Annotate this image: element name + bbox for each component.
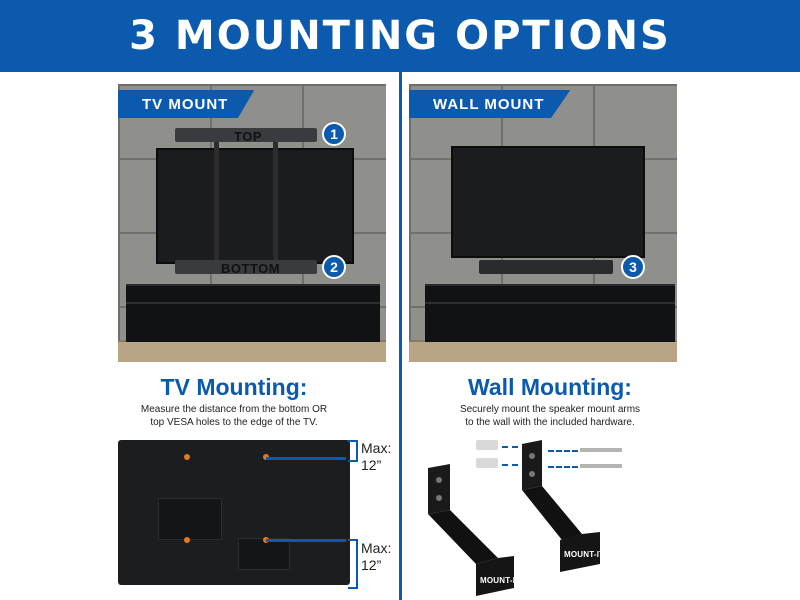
tv-screen — [451, 146, 645, 258]
brand-logo-left: MOUNT-IT! — [480, 576, 524, 585]
wall-mounting-desc-line2: to the wall with the included hardware. — [465, 417, 635, 428]
tv-back-illustration — [118, 440, 350, 585]
vesa-hole-bottom-left — [184, 537, 190, 543]
top-measure-line — [266, 457, 346, 460]
media-console — [425, 284, 675, 342]
soundbar-wall — [479, 260, 613, 274]
bottom-dimension-bracket — [348, 539, 358, 589]
guide-line-4 — [548, 466, 578, 468]
tv-bracket-left — [214, 142, 219, 268]
bracket-pair-svg — [428, 440, 600, 596]
wall-mounting-title: Wall Mounting: — [468, 374, 632, 400]
screw-1 — [580, 448, 622, 452]
wall-mount-scene: WALL MOUNT 3 — [409, 84, 677, 362]
max-top-label: Max: — [361, 440, 392, 456]
top-label: TOP — [234, 129, 262, 144]
max-top-text: Max: 12” — [361, 440, 391, 474]
max-bottom-label: Max: — [361, 540, 392, 556]
tv-mount-scene: TV MOUNT TOP BOTTOM 1 2 — [118, 84, 386, 362]
tv-mounting-desc-line1: Measure the distance from the bottom OR — [140, 404, 328, 415]
brand-logo-right: MOUNT-IT! — [564, 550, 608, 559]
bottom-measure-line — [266, 539, 346, 542]
wall-anchor-2 — [476, 458, 498, 468]
guide-line-2 — [548, 450, 578, 452]
bracket-right — [522, 440, 600, 572]
floor — [118, 340, 386, 362]
tv-back-panel — [158, 498, 222, 540]
screw-2 — [580, 464, 622, 468]
media-console — [126, 284, 380, 342]
floor — [409, 340, 677, 362]
guide-line-1 — [502, 446, 538, 448]
bottom-label: BOTTOM — [221, 261, 281, 276]
tv-mount-label: TV MOUNT — [118, 90, 255, 118]
wall-mounting-desc: Securely mount the speaker mount arms to… — [420, 403, 680, 429]
soundbar-bottom — [175, 260, 317, 274]
tv-mounting-title: TV Mounting: — [160, 374, 308, 400]
wall-mount-label: WALL MOUNT — [409, 90, 571, 118]
max-bottom-value: 12” — [361, 557, 382, 573]
wall-mounting-desc-line1: Securely mount the speaker mount arms — [459, 404, 641, 415]
tv-back-port-panel — [238, 538, 290, 570]
top-dimension-bracket — [348, 440, 358, 462]
center-divider — [399, 72, 402, 600]
max-top-value: 12” — [361, 457, 382, 473]
tv-mounting-desc-line2: top VESA holes to the edge of the TV. — [150, 417, 318, 428]
max-bottom-text: Max: 12” — [361, 540, 391, 574]
tv-bracket-right — [273, 142, 278, 268]
soundbar-top — [175, 128, 317, 142]
speaker-brackets-illustration: MOUNT-IT! MOUNT-IT! — [410, 440, 622, 598]
guide-line-3 — [502, 464, 538, 466]
badge-3: 3 — [621, 255, 645, 279]
bracket-left — [428, 464, 514, 596]
wall-anchor-1 — [476, 440, 498, 450]
badge-2: 2 — [322, 255, 346, 279]
vesa-hole-top-left — [184, 454, 190, 460]
tv-screen — [156, 148, 354, 264]
header-banner: 3 MOUNTING OPTIONS — [0, 0, 800, 72]
page-title: 3 MOUNTING OPTIONS — [129, 13, 671, 59]
tv-mounting-desc: Measure the distance from the bottom OR … — [110, 403, 358, 429]
badge-1: 1 — [322, 122, 346, 146]
